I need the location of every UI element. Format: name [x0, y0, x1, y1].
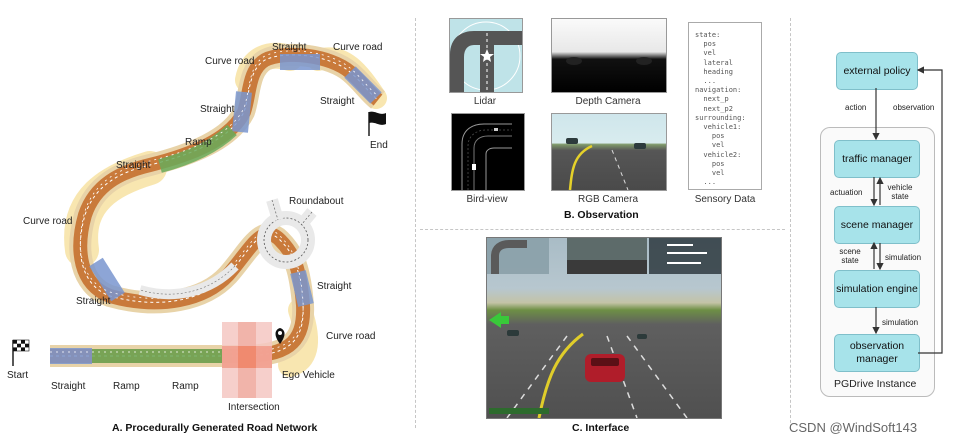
- straight-segments: [50, 54, 382, 364]
- observation-manager-box: observation manager: [834, 334, 920, 372]
- label-observation: observation: [893, 103, 935, 112]
- label-intersection: Intersection: [228, 402, 280, 413]
- label-ramp-bottom-1: Ramp: [113, 381, 140, 392]
- architecture-arrows: [870, 66, 943, 354]
- end-flag: [368, 111, 386, 136]
- sensory-data-text: state: pos vel lateral heading ... navig…: [695, 31, 746, 187]
- label-straight-right-top: Straight: [320, 96, 355, 107]
- divider-b-d: [790, 18, 791, 428]
- label-straight-bottom: Straight: [51, 381, 86, 392]
- label-ego-vehicle: Ego Vehicle: [282, 370, 335, 381]
- label-simulation-1: simulation: [885, 253, 922, 262]
- caption-c: C. Interface: [572, 422, 630, 434]
- sensory-data-caption: Sensory Data: [694, 194, 756, 205]
- ramp-segments: [92, 124, 237, 363]
- scene-manager-box: scene manager: [834, 206, 920, 244]
- label-actuation: actuation: [830, 188, 863, 197]
- road-network-map: [12, 42, 387, 398]
- caption-a: A. Procedurally Generated Road Network: [112, 422, 318, 434]
- label-scene-state: scene state: [839, 247, 861, 265]
- label-curve-right-low: Curve road: [326, 331, 376, 342]
- lidar-caption: Lidar: [473, 96, 497, 107]
- rgb-camera-image: [551, 113, 667, 191]
- label-curve-top-left: Curve road: [205, 56, 255, 67]
- divider-a-b: [415, 18, 416, 428]
- depth-camera-caption: Depth Camera: [575, 96, 641, 107]
- roundabout: [138, 198, 317, 300]
- watermark: CSDN @WindSoft143: [789, 420, 918, 435]
- intersection: [222, 322, 272, 398]
- start-flag: [12, 339, 30, 366]
- simulation-engine-box: simulation engine: [834, 270, 920, 308]
- pgdrive-instance-label: PGDrive Instance: [834, 378, 917, 390]
- label-straight-mid: Straight: [200, 104, 235, 115]
- depth-camera-image: [551, 18, 667, 93]
- ego-vehicle-marker: [275, 328, 285, 344]
- external-policy-box: external policy: [836, 52, 918, 90]
- label-straight-top: Straight: [272, 42, 307, 53]
- label-end: End: [370, 140, 388, 151]
- traffic-manager-box: traffic manager: [834, 140, 920, 178]
- label-curve-top-right: Curve road: [333, 42, 383, 53]
- interface-screenshot: [486, 237, 722, 419]
- rgb-camera-caption: RGB Camera: [577, 194, 638, 205]
- label-simulation-2: simulation: [882, 318, 919, 327]
- label-action: action: [845, 103, 867, 112]
- label-straight-lower: Straight: [76, 296, 111, 307]
- label-ramp-mid: Ramp: [185, 137, 212, 148]
- label-roundabout: Roundabout: [289, 196, 344, 207]
- label-curve-left: Curve road: [23, 216, 73, 227]
- divider-b-c: [420, 229, 785, 230]
- label-straight-right-low: Straight: [317, 281, 352, 292]
- label-start: Start: [7, 370, 29, 381]
- label-straight-left: Straight: [116, 160, 151, 171]
- caption-b: B. Observation: [564, 209, 639, 221]
- bird-view-caption: Bird-view: [466, 194, 508, 205]
- label-vehicle-state: vehicle state: [887, 183, 913, 201]
- sensory-data-box: state: pos vel lateral heading ... navig…: [688, 22, 762, 190]
- bird-view-image: [451, 113, 525, 191]
- lidar-image: [449, 18, 523, 93]
- label-ramp-bottom-2: Ramp: [172, 381, 199, 392]
